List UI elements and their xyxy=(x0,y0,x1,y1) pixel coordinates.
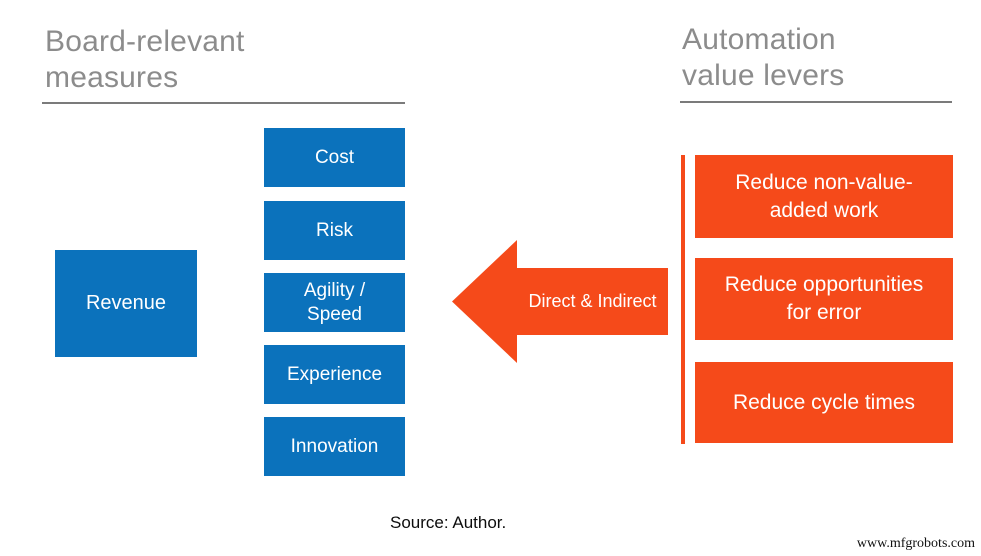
lever-box-reduce-non-value-added-work: Reduce non-value-added work xyxy=(695,155,953,238)
arrow-label: Direct & Indirect xyxy=(528,291,657,311)
measure-box-innovation: Innovation xyxy=(264,417,405,476)
lever-box-reduce-opportunities-for-error: Reduce opportunities for error xyxy=(695,258,953,340)
watermark: www.mfgrobots.com xyxy=(856,536,975,551)
left-arrow-icon xyxy=(452,240,668,363)
right-column-title: Automation value levers xyxy=(682,23,845,92)
left-title-underline xyxy=(42,102,405,104)
measure-box-agility-speed: Agility / Speed xyxy=(264,273,405,332)
direct-indirect-arrow: Direct & Indirect xyxy=(452,240,668,363)
right-title-underline xyxy=(680,101,952,103)
measure-box-cost: Cost xyxy=(264,128,405,187)
measure-box-risk: Risk xyxy=(264,201,405,260)
lever-accent-bar xyxy=(681,155,685,444)
source-note: Source: Author. xyxy=(390,513,507,532)
revenue-box: Revenue xyxy=(55,250,197,357)
lever-box-reduce-cycle-times: Reduce cycle times xyxy=(695,362,953,443)
measure-box-experience: Experience xyxy=(264,345,405,404)
left-column-title: Board-relevant measures xyxy=(45,25,245,94)
